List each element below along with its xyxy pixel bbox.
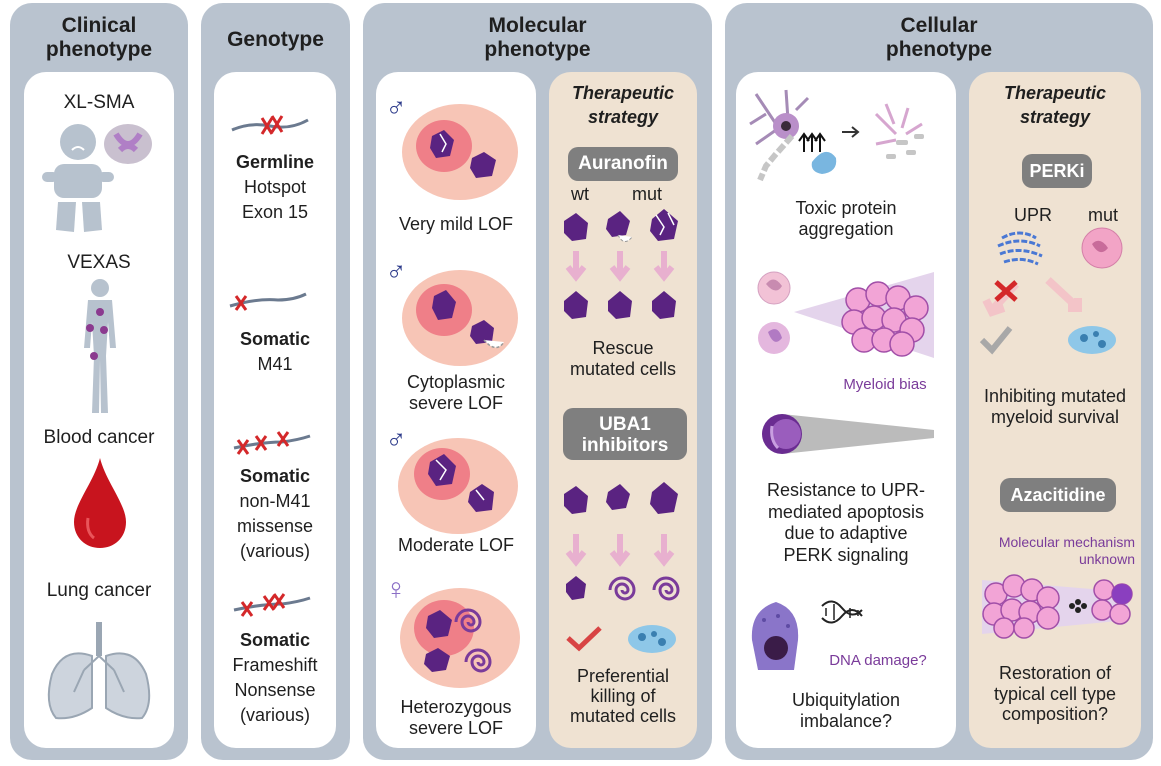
- genotype-3-bold: Somatic: [239, 466, 311, 486]
- molecular-title: Molecular phenotype: [484, 14, 591, 61]
- male-icon-3: ♂: [385, 423, 407, 454]
- upr-resistance-label: Resistance to UPR- mediated apoptosis du…: [766, 480, 926, 565]
- infant-icon: [42, 124, 152, 232]
- auranofin-label: Auranofin: [568, 147, 678, 181]
- cellular-title: Cellular phenotype: [885, 14, 993, 61]
- disease-lung-cancer: Lung cancer: [46, 580, 152, 601]
- female-icon: ♀: [384, 573, 408, 606]
- cell-heterozygous-severe-lof: [400, 588, 520, 688]
- genotype-inner: [214, 72, 336, 748]
- genotype-3-line1: non-M41: [239, 491, 311, 511]
- cell-cytoplasmic-severe-lof: [402, 270, 518, 366]
- body-icon: [84, 279, 116, 413]
- perki-diagram: [979, 227, 1123, 355]
- genotype-3-line2: missense: [236, 516, 314, 536]
- genotype-3-line3: (various): [239, 541, 310, 561]
- label-very-mild-lof: Very mild LOF: [398, 214, 514, 234]
- genotype-1-bold: Germline: [235, 152, 315, 172]
- genotype-1-line1: Hotspot: [243, 177, 307, 197]
- apoptotic-cell-icon: [628, 625, 676, 653]
- mechanism-unknown-label: Molecular mechanism unknown: [998, 534, 1135, 567]
- disease-vexas: VEXAS: [67, 252, 131, 273]
- auranofin-rescue-diagram: [564, 209, 678, 319]
- genotype-4-line1: Frameshift: [232, 655, 318, 675]
- azacitidine-diagram: [982, 574, 1133, 639]
- clinical-title: Clinical phenotype: [45, 14, 153, 61]
- dna-somatic-missense-icon: [233, 431, 311, 455]
- azacitidine-label: Azacitidine: [1000, 478, 1116, 512]
- cell-strategy-title: Therapeutic strategy: [1003, 83, 1107, 127]
- perki-label: PERKi: [1022, 154, 1092, 188]
- myeloid-bias-diagram: [757, 271, 934, 358]
- genotype-title: Genotype: [227, 28, 324, 51]
- upr-resistance-diagram: [762, 414, 934, 454]
- dna-somatic-frameshift-icon: [233, 593, 311, 617]
- rescue-label: Rescue mutated cells: [569, 338, 677, 379]
- genotype-4-bold: Somatic: [239, 630, 311, 650]
- mut-label: mut: [631, 184, 662, 204]
- dna-damage-label: DNA damage?: [829, 652, 927, 669]
- male-icon-1: ♂: [385, 91, 407, 122]
- uba1-killing-diagram: [564, 482, 680, 601]
- blood-drop-icon: [74, 458, 126, 548]
- neuron-aggregation-diagram: [749, 89, 924, 182]
- inhibit-survival-label: Inhibiting mutated myeloid survival: [983, 386, 1127, 427]
- check-mark-icon: [566, 626, 602, 652]
- restoration-label: Restoration of typical cell type composi…: [993, 663, 1117, 724]
- uba1-inhibitors-label: UBA1 inhibitors: [563, 408, 687, 460]
- label-moderate-lof: Moderate LOF: [397, 535, 515, 555]
- lungs-icon: [47, 622, 151, 720]
- cell-very-mild-lof: [402, 104, 518, 200]
- dna-damage-icon: [821, 600, 863, 624]
- male-icon-2: ♂: [385, 255, 407, 286]
- mol-strategy-title: Therapeutic strategy: [571, 83, 675, 127]
- killing-label: Preferential killing of mutated cells: [569, 666, 677, 726]
- genotype-2-line1: M41: [257, 354, 293, 374]
- genotype-1-line2: Exon 15: [241, 202, 309, 222]
- upr-label: UPR: [1013, 205, 1052, 225]
- cell-mut-label: mut: [1087, 205, 1118, 225]
- genotype-4-line2: Nonsense: [234, 680, 316, 700]
- dna-germline-icon: [231, 115, 309, 135]
- toxic-aggregation-label: Toxic protein aggregation: [795, 198, 897, 239]
- wt-label: wt: [571, 184, 589, 204]
- label-cytoplasmic-severe-lof: Cytoplasmic severe LOF: [406, 372, 506, 413]
- dna-somatic-m41-icon: [229, 292, 307, 311]
- genotype-2-bold: Somatic: [239, 329, 311, 349]
- genotype-4-line3: (various): [239, 705, 310, 725]
- label-heterozygous-severe-lof: Heterozygous severe LOF: [400, 697, 512, 738]
- myeloid-bias-label: Myeloid bias: [843, 376, 927, 393]
- disease-blood-cancer: Blood cancer: [43, 427, 155, 448]
- disease-xlsma: XL-SMA: [63, 92, 135, 113]
- ubiquitylation-cell-icon: [751, 602, 799, 670]
- cell-moderate-lof: [398, 438, 518, 534]
- ubiquitylation-label: Ubiquitylation imbalance?: [791, 690, 901, 731]
